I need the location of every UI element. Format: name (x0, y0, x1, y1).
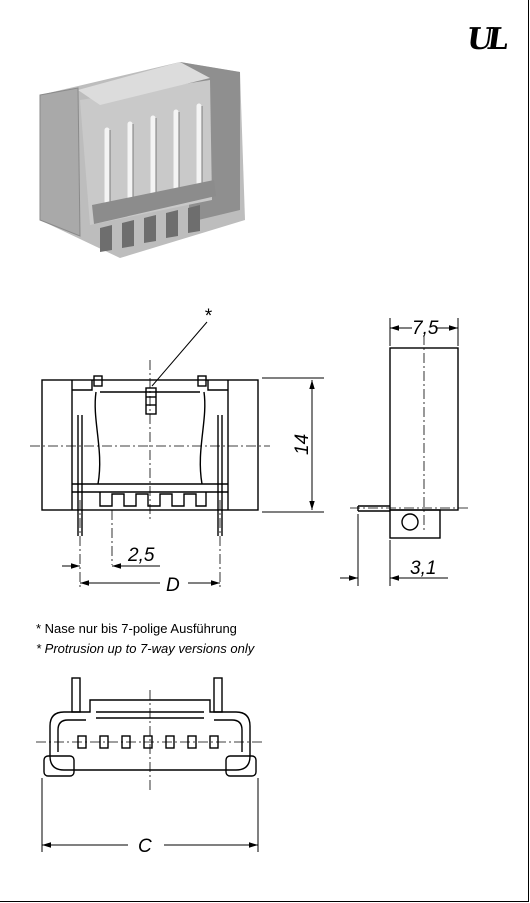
dimension-pin-offset: 3,1 (410, 558, 436, 579)
dimension-pitch: 2,5 (127, 545, 155, 566)
dimension-d: D (166, 575, 180, 596)
dimension-c: C (138, 836, 152, 857)
front-view (41, 375, 259, 536)
footnote-english: * Protrusion up to 7-way versions only (36, 641, 255, 656)
dimension-side-width: 7,5 (412, 318, 439, 339)
top-view (43, 677, 257, 777)
side-view (357, 347, 459, 539)
footnote-german: * Nase nur bis 7-polige Ausführung (36, 621, 237, 636)
dimension-height: 14 (292, 434, 313, 455)
protrusion-asterisk: * (204, 306, 212, 327)
connector-photo (39, 62, 245, 258)
